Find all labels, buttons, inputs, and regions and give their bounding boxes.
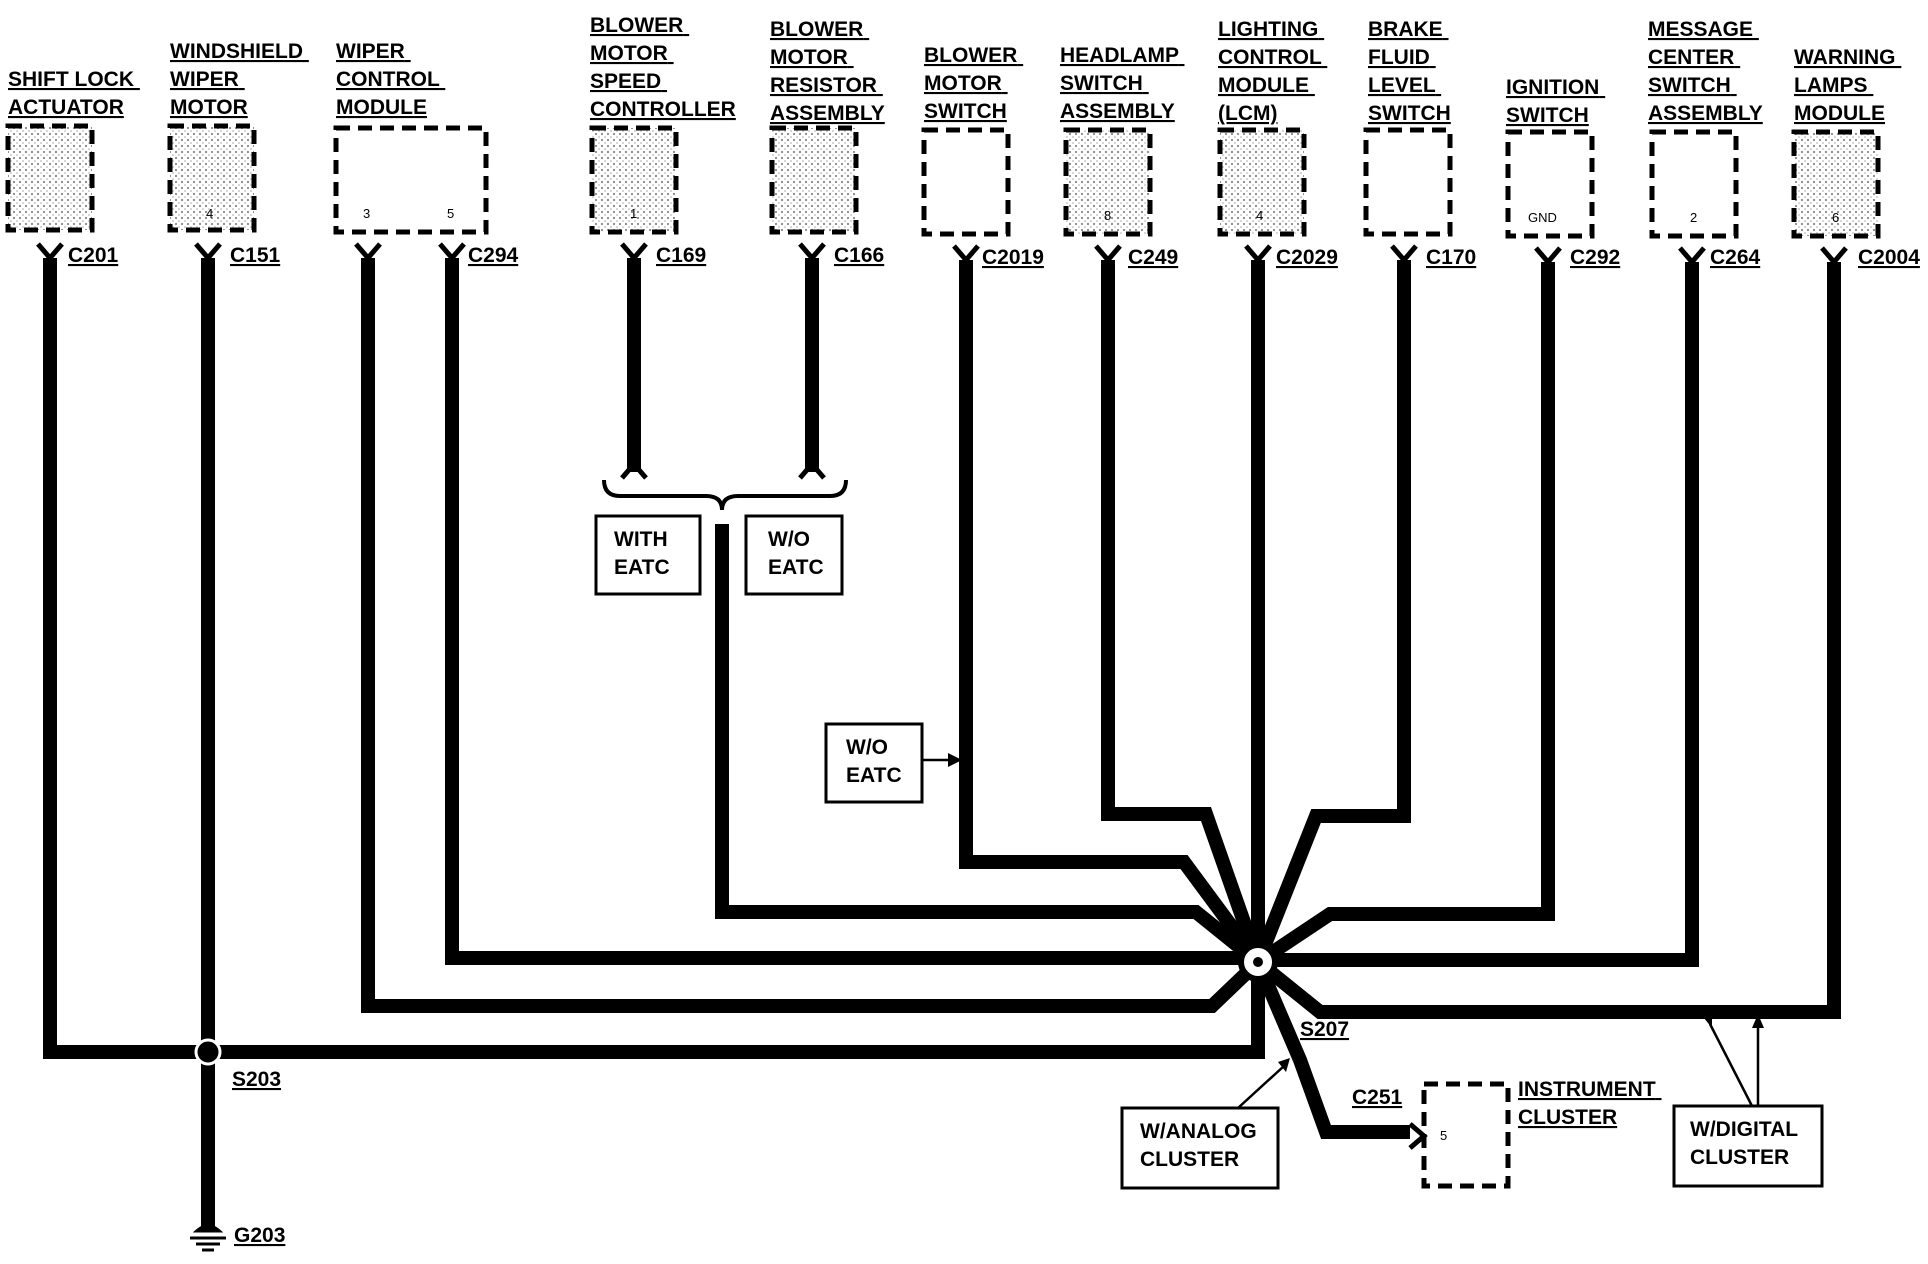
connector-c249: C249	[1128, 246, 1178, 269]
connector-c2019: C2019	[982, 246, 1044, 269]
label-windshield-wiper-motor: WINDSHIELD WIPER MOTOR	[170, 40, 309, 119]
pin-wiper-module-5: 5	[447, 206, 454, 221]
label-wiper-control-module: WIPER CONTROL MODULE	[336, 40, 445, 119]
note-analog-cluster: W/ANALOG CLUSTER	[1140, 1120, 1263, 1171]
note-digital-cluster-box	[1672, 1104, 1824, 1188]
component-labels: SHIFT LOCK ACTUATOR WINDSHIELD WIPER MOT…	[8, 14, 1901, 1129]
connector-c2004: C2004	[1858, 246, 1920, 269]
connector-c294: C294	[468, 244, 519, 267]
label-lighting-control-module: LIGHTING CONTROL MODULE (LCM)	[1218, 18, 1327, 125]
connector-labels: C201 C151 C294 C169 C166 C2019 C249 C202…	[68, 244, 1920, 1247]
connector-c2029: C2029	[1276, 246, 1338, 269]
ground-g203-label: G203	[234, 1224, 285, 1247]
wire-c251	[1251, 959, 1410, 1139]
blower-motor-switch-box	[921, 127, 1011, 237]
pin-warning-lamps: 6	[1832, 210, 1839, 225]
pin-instrument-cluster: 5	[1440, 1128, 1447, 1143]
note-digital-cluster: W/DIGITAL CLUSTER	[1690, 1118, 1804, 1169]
pin-wiper-motor: 4	[206, 206, 213, 221]
eatc-bracket	[602, 479, 848, 511]
shift-lock-actuator-box	[5, 123, 95, 233]
pin-lcm: 4	[1256, 208, 1263, 223]
wire-eatc-joined	[715, 524, 1263, 968]
instrument-cluster-box	[1421, 1081, 1511, 1189]
connector-c251: C251	[1352, 1086, 1403, 1109]
wiper-control-module-box	[333, 125, 489, 235]
brake-fluid-level-switch-box	[1363, 127, 1453, 237]
connector-c166: C166	[834, 244, 884, 267]
wire-c294-pin5	[445, 258, 1258, 965]
pin-wiper-module-3: 3	[363, 206, 370, 221]
note-wo-eatc-side-box	[824, 722, 924, 804]
wires	[43, 258, 1841, 1232]
ignition-switch-box	[1505, 129, 1595, 239]
label-brake-fluid-level-switch: BRAKE FLUID LEVEL SWITCH	[1368, 18, 1451, 125]
pin-message-center: 2	[1690, 210, 1697, 225]
arrow-digital-cluster-1	[1708, 1023, 1754, 1107]
arrow-analog-cluster	[1237, 1065, 1285, 1109]
label-blower-motor-switch: BLOWER MOTOR SWITCH	[924, 44, 1023, 123]
note-wo-eatc-side: W/O EATC	[846, 736, 902, 787]
windshield-wiper-motor-box	[167, 123, 257, 233]
label-message-center-switch-assembly: MESSAGE CENTER SWITCH ASSEMBLY	[1648, 18, 1763, 125]
ground-symbol-icon	[190, 1224, 226, 1252]
blower-motor-speed-controller-box	[589, 125, 679, 235]
label-ignition-switch: IGNITION SWITCH	[1506, 76, 1605, 127]
label-headlamp-switch-assembly: HEADLAMP SWITCH ASSEMBLY	[1060, 44, 1184, 123]
splices	[190, 942, 1278, 1252]
note-with-eatc: WITH EATC	[614, 528, 674, 579]
lighting-control-module-box	[1217, 127, 1307, 237]
label-blower-motor-resistor-assembly: BLOWER MOTOR RESISTOR ASSEMBLY	[770, 18, 885, 125]
splice-s203	[194, 1038, 222, 1066]
connector-c292: C292	[1570, 246, 1620, 269]
note-boxes: WITH EATC W/O EATC W/O EATC W/ANALOG CLU…	[594, 514, 1824, 1190]
wire-c292	[1254, 262, 1555, 968]
wire-c294-pin3	[361, 258, 1263, 1013]
headlamp-switch-assembly-box	[1063, 127, 1153, 237]
label-blower-motor-speed-controller: BLOWER MOTOR SPEED CONTROLLER	[590, 14, 736, 121]
connector-c264: C264	[1710, 246, 1761, 269]
label-instrument-cluster: INSTRUMENT CLUSTER	[1518, 1078, 1662, 1129]
pin-numbers: 4 3 5 1 8 4 GND 2 6 5	[206, 206, 1839, 1143]
connector-c151: C151	[230, 244, 281, 267]
message-center-switch-assembly-box	[1649, 129, 1739, 239]
pin-speed-controller: 1	[630, 206, 637, 221]
wire-c2004	[1253, 262, 1841, 1019]
connector-c169: C169	[656, 244, 706, 267]
terminal-c201	[36, 242, 64, 262]
splice-s203-label: S203	[232, 1068, 281, 1091]
note-with-eatc-box	[594, 514, 702, 596]
note-analog-cluster-box	[1120, 1106, 1280, 1190]
warning-lamps-module-box	[1791, 129, 1881, 239]
label-warning-lamps-module: WARNING LAMPS MODULE	[1794, 46, 1901, 125]
wire-c201	[43, 258, 1265, 1059]
component-boxes	[5, 123, 1881, 1189]
note-wo-eatc-top-box	[744, 514, 844, 596]
label-shift-lock-actuator: SHIFT LOCK ACTUATOR	[8, 68, 140, 119]
blower-motor-resistor-assembly-box	[769, 125, 859, 235]
connector-c201: C201	[68, 244, 119, 267]
splice-s207-label: S207	[1300, 1018, 1349, 1041]
wire-c249	[1101, 260, 1265, 965]
connector-c170: C170	[1426, 246, 1476, 269]
pin-headlamp-switch: 8	[1104, 208, 1111, 223]
wire-c2019	[959, 260, 1264, 967]
pin-ignition-switch: GND	[1528, 210, 1557, 225]
wire-c264	[1258, 262, 1699, 967]
note-wo-eatc-top: W/O EATC	[768, 528, 824, 579]
wire-c170	[1251, 260, 1411, 965]
